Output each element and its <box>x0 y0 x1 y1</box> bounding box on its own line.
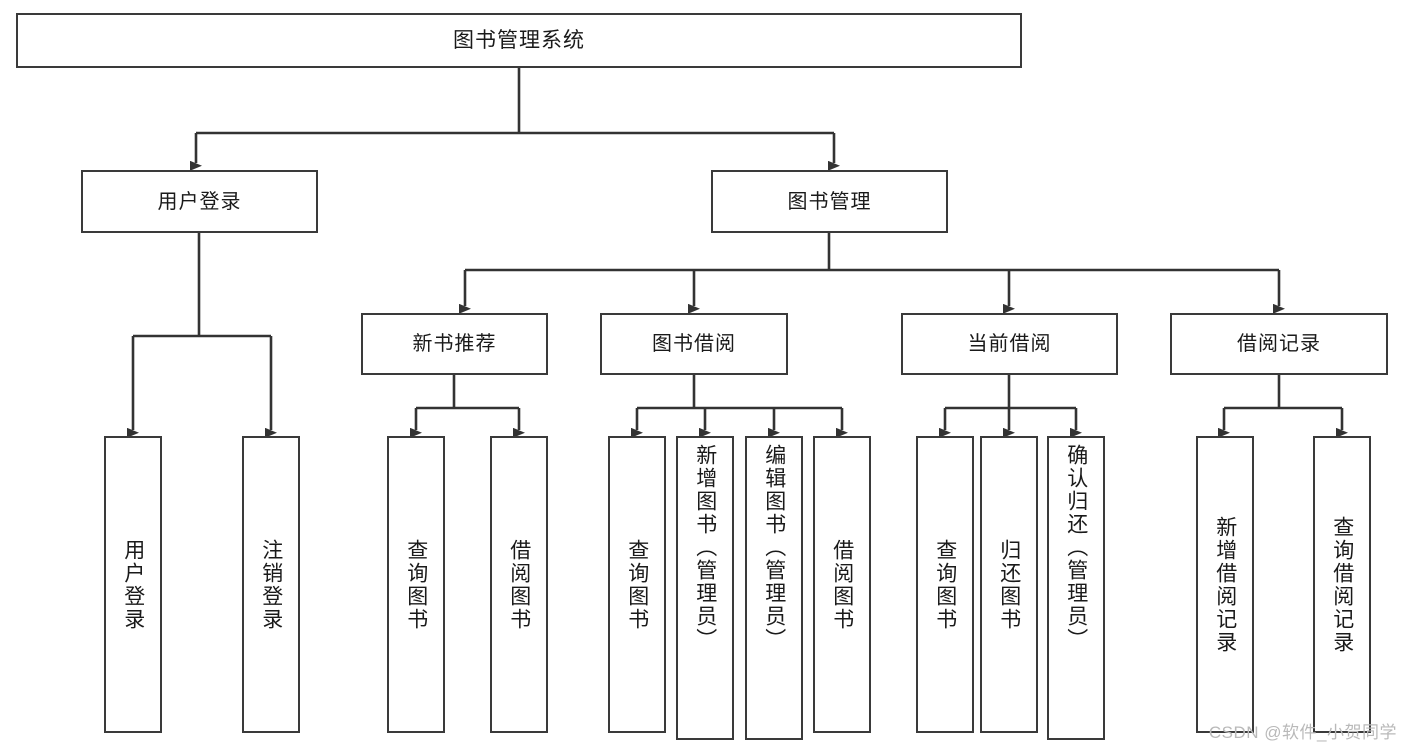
node-user-login[interactable]: 用户登录 <box>81 170 318 233</box>
node-label: 查询借阅记录 <box>1330 515 1354 654</box>
node-label: 查询图书 <box>625 538 649 631</box>
node-label: 用户登录 <box>157 190 242 213</box>
leaf-query-book-current[interactable]: 查询图书 <box>916 436 974 733</box>
leaf-edit-book-admin[interactable]: 编辑图书（管理员） <box>745 436 803 740</box>
node-label: 借阅图书 <box>507 538 531 631</box>
node-label: 注销登录 <box>259 538 283 631</box>
leaf-borrow-book[interactable]: 借阅图书 <box>813 436 871 733</box>
node-label: 新书推荐 <box>412 333 497 355</box>
node-label: 借阅记录 <box>1237 333 1321 355</box>
leaf-query-borrow-record[interactable]: 查询借阅记录 <box>1313 436 1371 733</box>
leaf-user-logout[interactable]: 注销登录 <box>242 436 300 733</box>
node-label: 新增借阅记录 <box>1213 515 1237 654</box>
leaf-add-book-admin[interactable]: 新增图书（管理员） <box>676 436 734 740</box>
node-label: 确认归还（管理员） <box>1064 444 1088 651</box>
node-label: 查询图书 <box>404 538 428 631</box>
node-label: 编辑图书（管理员） <box>762 444 786 651</box>
node-new-book-recommend[interactable]: 新书推荐 <box>361 313 548 375</box>
node-label: 图书管理 <box>787 190 872 213</box>
watermark: CSDN @软件_小贺同学 <box>1208 723 1397 742</box>
leaf-return-book[interactable]: 归还图书 <box>980 436 1038 733</box>
node-label: 借阅图书 <box>830 538 854 631</box>
node-book-borrow[interactable]: 图书借阅 <box>600 313 788 375</box>
node-label: 图书管理系统 <box>453 29 585 52</box>
node-current-borrow[interactable]: 当前借阅 <box>901 313 1118 375</box>
node-label: 图书借阅 <box>652 333 736 355</box>
node-label: 新增图书（管理员） <box>693 444 717 651</box>
leaf-add-borrow-record[interactable]: 新增借阅记录 <box>1196 436 1254 733</box>
leaf-user-login[interactable]: 用户登录 <box>104 436 162 733</box>
leaf-confirm-return-admin[interactable]: 确认归还（管理员） <box>1047 436 1105 740</box>
node-borrow-record[interactable]: 借阅记录 <box>1170 313 1388 375</box>
node-label: 归还图书 <box>997 538 1021 631</box>
leaf-query-book-borrow[interactable]: 查询图书 <box>608 436 666 733</box>
node-label: 当前借阅 <box>967 333 1052 355</box>
node-label: 用户登录 <box>121 538 145 631</box>
node-book-management[interactable]: 图书管理 <box>711 170 948 233</box>
leaf-query-book-recommend[interactable]: 查询图书 <box>387 436 445 733</box>
node-root-system[interactable]: 图书管理系统 <box>16 13 1022 68</box>
node-label: 查询图书 <box>933 538 957 631</box>
leaf-borrow-book-recommend[interactable]: 借阅图书 <box>490 436 548 733</box>
